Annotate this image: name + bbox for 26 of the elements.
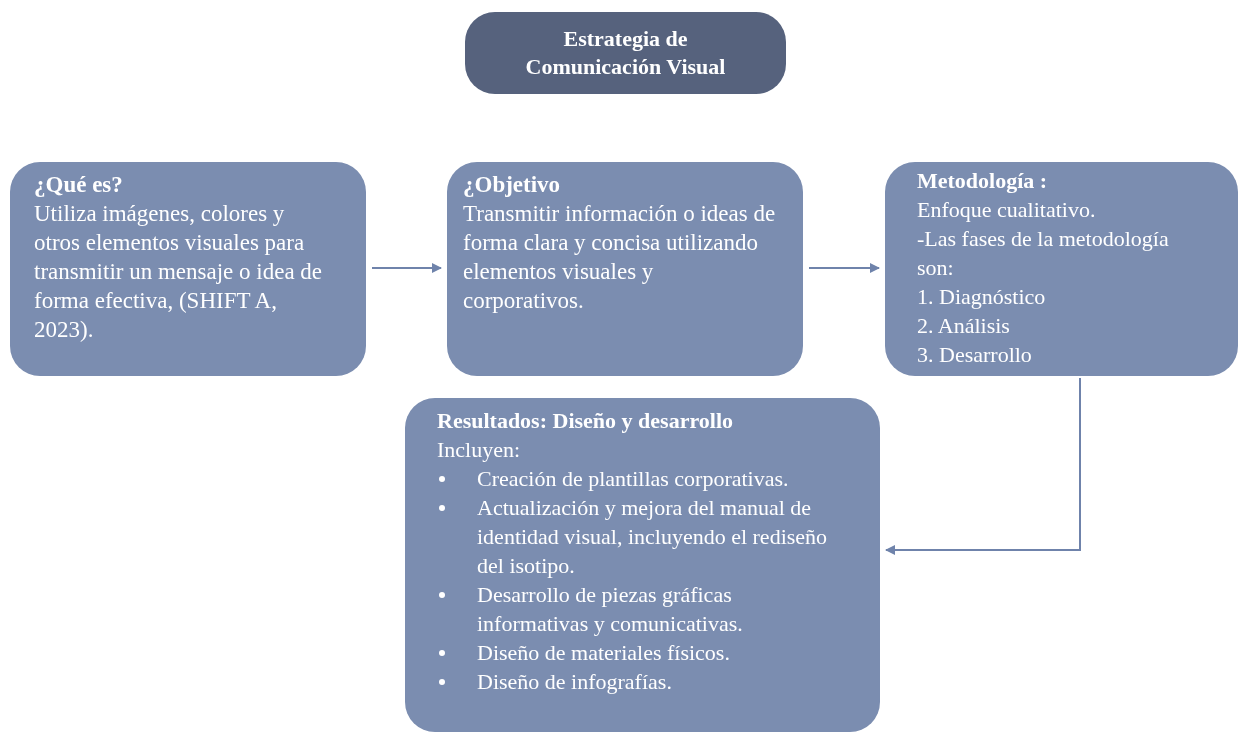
list-item: Diseño de infografías. <box>477 668 672 696</box>
process-box <box>885 162 1238 376</box>
box-text: -Las fases de la metodología son: <box>917 225 1170 282</box>
arrow <box>885 377 1081 555</box>
arrow <box>371 263 442 273</box>
list-item: Diseño de materiales físicos. <box>477 639 730 667</box>
box-text: Incluyen: <box>437 436 522 464</box>
box-heading: Metodología : <box>917 167 1049 195</box>
list-item: Actualización y mejora del manual de identidad visual, incluyendo el rediseño del isotipo. <box>477 494 829 580</box>
box-text: Utiliza imágenes, colores y otros elementos visuales para transmitir un mensaje o idea de forma efectiva, (SHIFT A, 2023). <box>34 200 324 344</box>
box-heading: ¿Qué es? <box>34 171 124 199</box>
process-box <box>405 398 880 732</box>
box-text: 2. Análisis <box>917 312 1011 340</box>
title-box <box>465 12 786 94</box>
title: Estrategia de Comunicación Visual <box>524 25 727 81</box>
box-text: Enfoque cualitativo. <box>917 196 1097 224</box>
box-text: 3. Desarrollo <box>917 341 1033 369</box>
process-box <box>447 162 803 376</box>
list-item: Creación de plantillas corporativas. <box>477 465 789 493</box>
box-heading: ¿Objetivo <box>463 171 562 199</box>
list-item: Desarrollo de piezas gráficas informativas y comunicativas. <box>477 581 744 638</box>
box-text: 1. Diagnóstico <box>917 283 1047 311</box>
box-text: Transmitir información o ideas de forma clara y concisa utilizando elementos visuales y corporativos. <box>463 200 777 315</box>
box-heading: Resultados: Diseño y desarrollo <box>437 407 734 435</box>
process-box <box>10 162 366 376</box>
arrow <box>808 263 880 273</box>
